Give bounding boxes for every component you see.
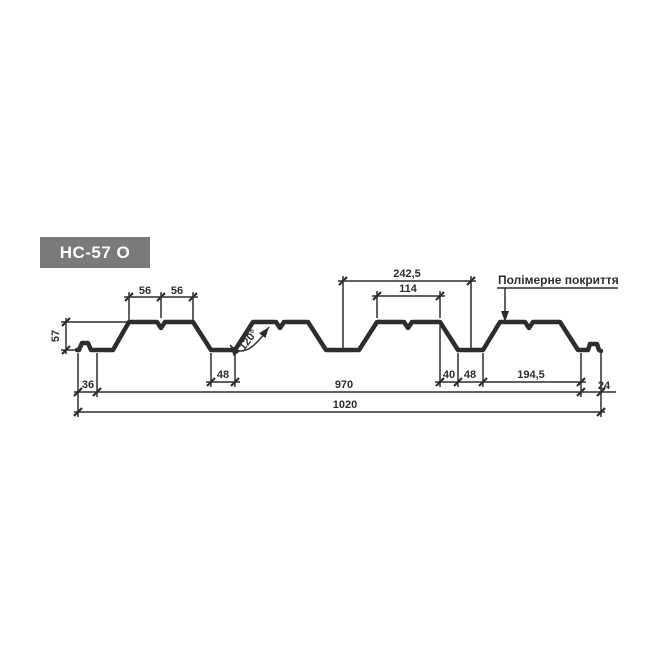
dim-tick (466, 276, 476, 286)
angle-arrowhead (230, 345, 240, 357)
dim-tick (372, 291, 382, 301)
dim-tick (206, 377, 216, 387)
dim-tick (576, 377, 586, 387)
dim-tick (156, 292, 166, 302)
profile-title-label: НС-57 О (59, 242, 131, 262)
dim-tick (453, 377, 463, 387)
coating-callout: Полімерне покриття (497, 273, 619, 322)
dim-tick (435, 291, 445, 301)
dim-right-group: 40 48 194,5 (435, 326, 586, 397)
dim-label-48: 48 (217, 369, 229, 381)
dim-tick (596, 407, 606, 417)
dim-tick (576, 387, 586, 397)
leader-arrowhead (501, 311, 509, 322)
dim-tick (124, 292, 134, 302)
dim-tick (230, 377, 240, 387)
angle-arrowhead (259, 327, 269, 339)
dim-label-36: 36 (82, 379, 94, 391)
dim-crest-56-56: 56 56 (124, 285, 198, 320)
dim-tick (73, 407, 83, 417)
dim-tick (435, 377, 445, 387)
dim-working-width-line: 36 970 24 (73, 353, 616, 417)
angle-label: 120° (237, 327, 260, 352)
dim-tick (61, 345, 71, 355)
dim-label-1020: 1020 (333, 399, 357, 411)
dim-top-114: 114 (372, 283, 445, 318)
dim-tick (596, 387, 606, 397)
dim-tick (73, 387, 83, 397)
dim-valley-48: 48 (206, 353, 240, 387)
dim-label-48-right: 48 (464, 369, 476, 381)
dim-label-40: 40 (443, 369, 455, 381)
dim-tick (188, 292, 198, 302)
dim-label-242-5: 242,5 (393, 268, 421, 280)
dim-height-57: 57 (50, 317, 127, 355)
dim-total-1020: 1020 (73, 399, 606, 417)
dim-label-24: 24 (598, 380, 611, 392)
dim-label-57: 57 (50, 330, 62, 342)
dim-label-114: 114 (399, 283, 418, 295)
dim-tick (338, 276, 348, 286)
angle-120-annotation: 120° (229, 326, 270, 357)
dim-label-56-a: 56 (139, 285, 151, 297)
dim-label-194-5: 194,5 (517, 369, 545, 381)
coating-label: Полімерне покриття (498, 273, 619, 287)
dim-tick (478, 377, 488, 387)
dim-label-970: 970 (335, 379, 353, 391)
profile-outline (74, 319, 604, 354)
dim-pitch-242-5: 242,5 (338, 268, 476, 348)
dim-label-56-b: 56 (171, 285, 183, 297)
dim-tick (61, 317, 71, 327)
dim-tick (92, 387, 102, 397)
profile-title-badge: НС-57 О (40, 237, 150, 268)
